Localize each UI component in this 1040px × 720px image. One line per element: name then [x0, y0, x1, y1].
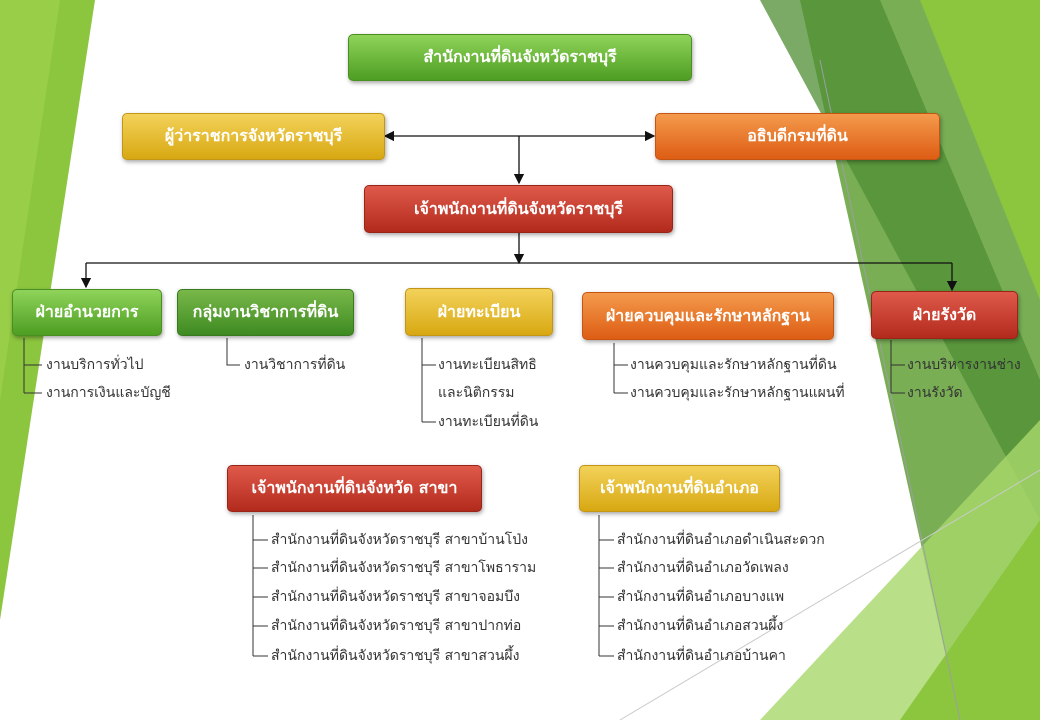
land-officer-box[interactable]: เจ้าพนักงานที่ดินจังหวัดราชบุรี [364, 185, 673, 233]
district-officer-box[interactable]: เจ้าพนักงานที่ดินอำเภอ [579, 465, 780, 512]
dept-administration-box[interactable]: ฝ่ายอำนวยการ [12, 289, 162, 336]
list-item: สำนักงานที่ดินอำเภอสวนผึ้ง [617, 618, 784, 634]
list-item: งานการเงินและบัญชี [46, 385, 171, 401]
list-item: สำนักงานที่ดินจังหวัดราชบุรี สาขาปากท่อ [271, 618, 522, 634]
list-item: งานบริการทั่วไป [46, 357, 144, 373]
list-item: สำนักงานที่ดินจังหวัดราชบุรี สาขาสวนผึ้ง [271, 648, 520, 664]
governor-box[interactable]: ผู้ว่าราชการจังหวัดราชบุรี [122, 113, 385, 160]
list-item: งานบริหารงานช่าง [907, 357, 1021, 373]
top-title-box[interactable]: สำนักงานที่ดินจังหวัดราชบุรี [348, 34, 692, 81]
dept-control-evidence-box[interactable]: ฝ่ายควบคุมและรักษาหลักฐาน [582, 292, 834, 340]
list-item: งานควบคุมและรักษาหลักฐานที่ดิน [630, 357, 837, 373]
list-item: สำนักงานที่ดินจังหวัดราชบุรี สาขาบ้านโป่… [271, 532, 528, 548]
dept-land-technical-box[interactable]: กลุ่มงานวิชาการที่ดิน [177, 289, 354, 336]
branch-officer-box[interactable]: เจ้าพนักงานที่ดินจังหวัด สาขา [227, 465, 482, 512]
list-item: งานควบคุมและรักษาหลักฐานแผนที่ [630, 385, 845, 401]
list-item: สำนักงานที่ดินจังหวัดราชบุรี สาขาโพธาราม [271, 560, 537, 576]
list-item: และนิติกรรม [438, 385, 515, 401]
list-item: สำนักงานที่ดินอำเภอบ้านคา [617, 648, 786, 664]
dept-survey-box[interactable]: ฝ่ายรังวัด [871, 291, 1018, 339]
director-general-box[interactable]: อธิบดีกรมที่ดิน [655, 113, 940, 160]
list-item: สำนักงานที่ดินอำเภอดำเนินสะดวก [617, 532, 825, 548]
dept-registration-box[interactable]: ฝ่ายทะเบียน [405, 288, 553, 336]
list-item: งานทะเบียนสิทธิ [438, 357, 537, 373]
list-item: งานรังวัด [907, 385, 963, 401]
list-item: สำนักงานที่ดินจังหวัดราชบุรี สาขาจอมบึง [271, 589, 520, 605]
list-item: สำนักงานที่ดินอำเภอวัดเพลง [617, 560, 789, 576]
list-item: งานวิชาการที่ดิน [244, 357, 346, 373]
list-item: งานทะเบียนที่ดิน [438, 414, 539, 430]
list-item: สำนักงานที่ดินอำเภอบางแพ [617, 589, 785, 605]
